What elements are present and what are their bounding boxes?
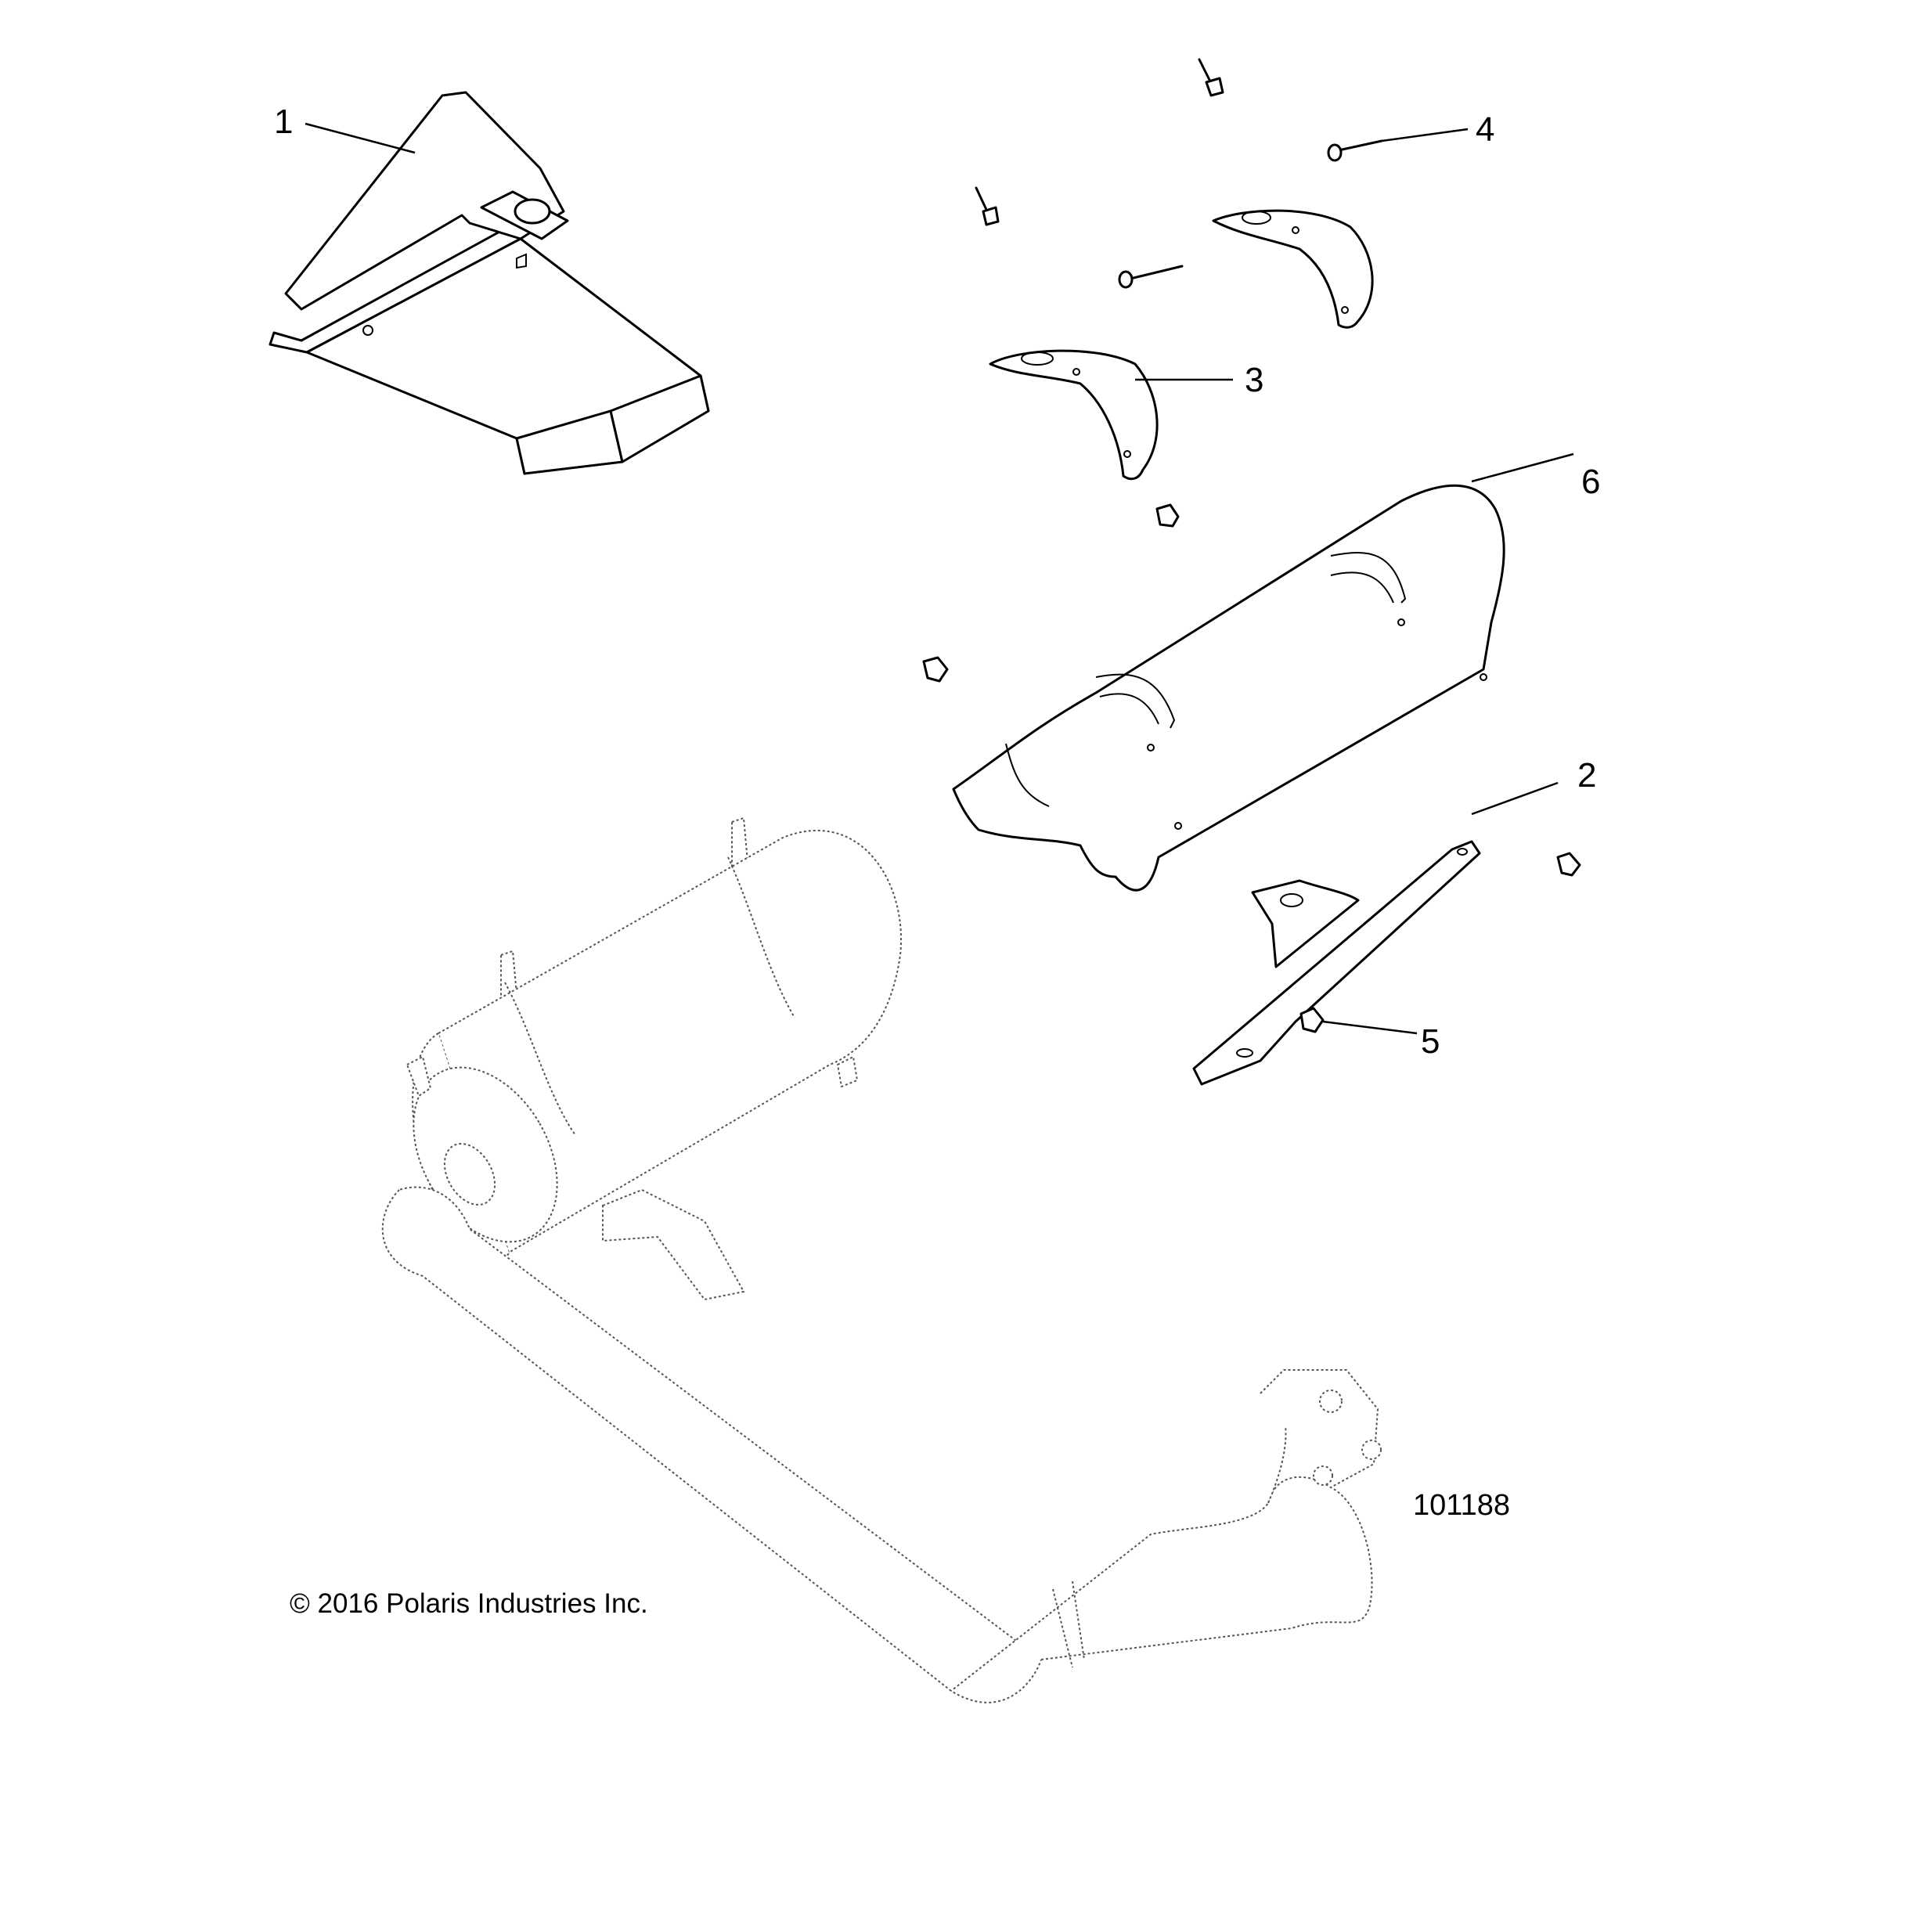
callout-labels: 1 2 3 4 5 6 xyxy=(274,103,1600,1061)
part-4-bolts xyxy=(975,58,1383,289)
bolt xyxy=(1118,265,1184,289)
diagram-number: 101188 xyxy=(1413,1489,1510,1522)
muffler-assembly xyxy=(406,816,903,1301)
callout-3: 3 xyxy=(1245,361,1263,399)
upper-heat-shield xyxy=(1212,209,1374,329)
copyright-notice: © 2016 Polaris Industries Inc. xyxy=(290,1588,648,1619)
part-5-bolts xyxy=(922,503,1581,1033)
bolt xyxy=(1327,139,1383,162)
part-2-bracket xyxy=(1192,840,1481,1086)
bolt xyxy=(1198,58,1224,97)
part-6-muffler-heat-shield xyxy=(952,484,1505,892)
leader-lines xyxy=(305,122,1574,1035)
exhaust-pipe xyxy=(381,1186,1382,1703)
part-1-heat-shield xyxy=(269,91,710,475)
callout-6: 6 xyxy=(1581,463,1600,501)
callout-2: 2 xyxy=(1577,756,1596,795)
callout-1: 1 xyxy=(274,103,293,141)
callout-5: 5 xyxy=(1421,1022,1440,1061)
part-3-heat-shield xyxy=(989,349,1159,481)
bolt xyxy=(975,186,1000,226)
callout-4: 4 xyxy=(1476,110,1494,149)
